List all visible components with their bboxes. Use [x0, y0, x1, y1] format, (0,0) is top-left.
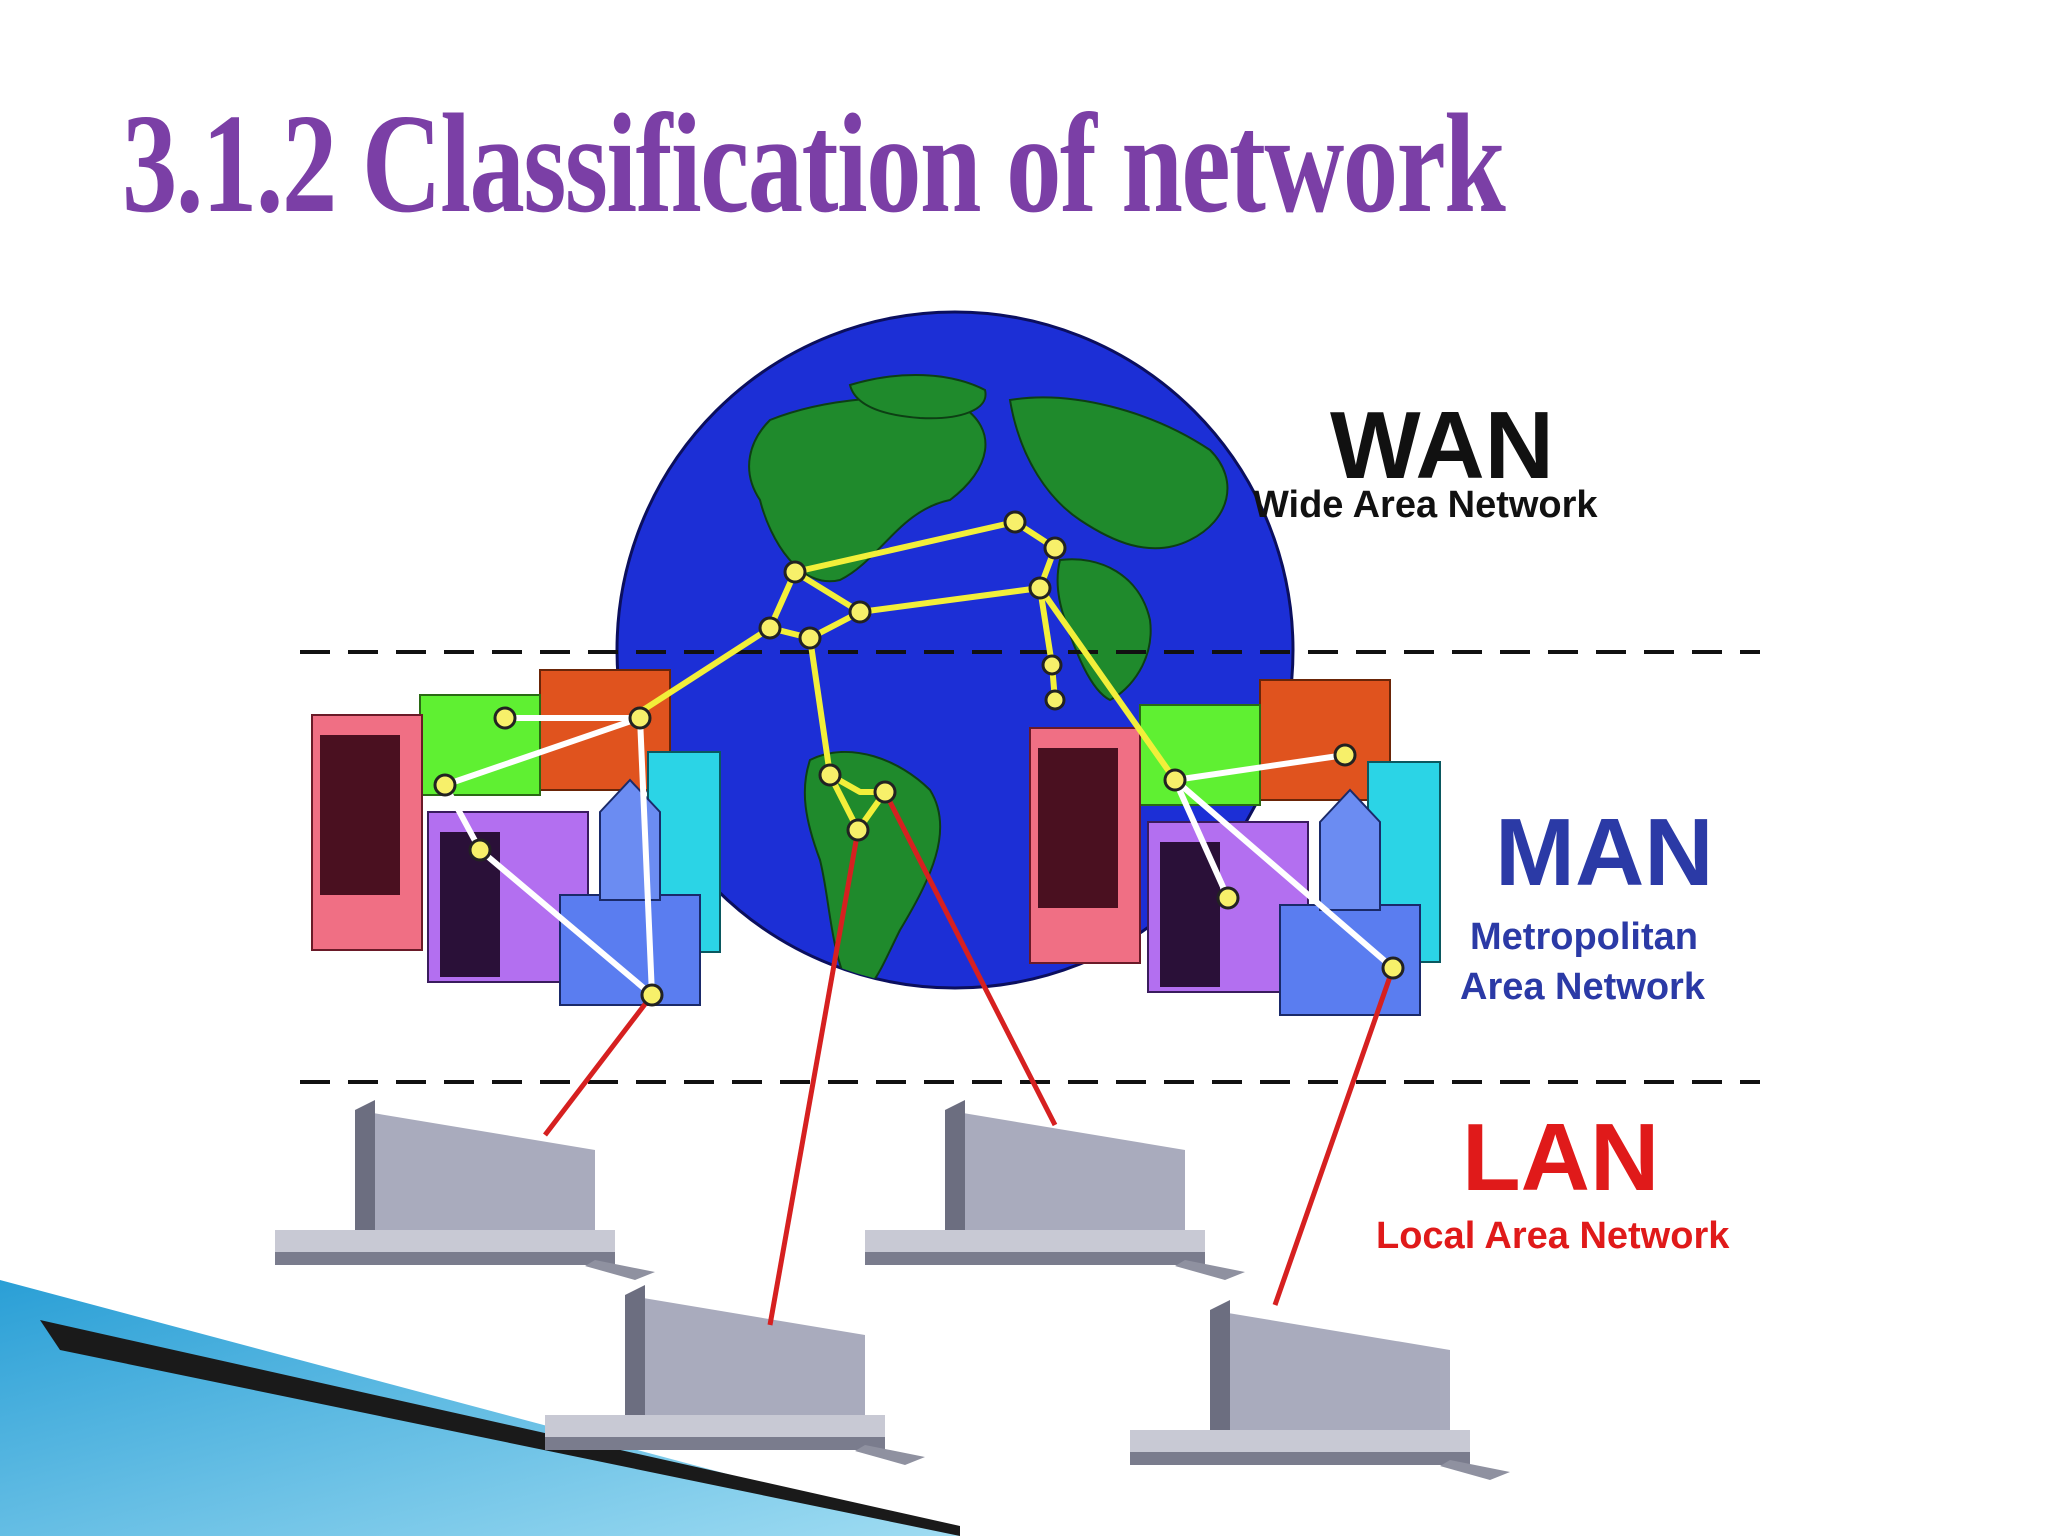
- corner-decoration: [0, 1280, 960, 1536]
- man-description-line1: Metropolitan: [1470, 916, 1698, 958]
- man-description-line2: Area Network: [1460, 966, 1705, 1008]
- slide-title: 3.1.2 Classification of network: [122, 84, 1506, 242]
- wan-description: Wide Area Network: [1253, 484, 1598, 526]
- office-building-icon: [545, 1285, 925, 1465]
- man-links: [442, 715, 1395, 998]
- office-building-icon: [275, 1100, 655, 1280]
- city-buildings-icon: [311, 669, 721, 1006]
- office-building-icon: [865, 1100, 1245, 1280]
- city-buildings-icon: [1029, 679, 1441, 1016]
- network-nodes: [433, 510, 1405, 1007]
- greenland-land: [848, 374, 987, 420]
- lan-label: LAN: [1462, 1104, 1660, 1211]
- office-building-icon: [1130, 1300, 1510, 1480]
- eurasia-land: [1008, 396, 1229, 550]
- lan-description: Local Area Network: [1376, 1215, 1730, 1257]
- wan-label: WAN: [1330, 392, 1554, 499]
- lan-links: [543, 790, 1396, 1326]
- man-label: MAN: [1495, 799, 1714, 906]
